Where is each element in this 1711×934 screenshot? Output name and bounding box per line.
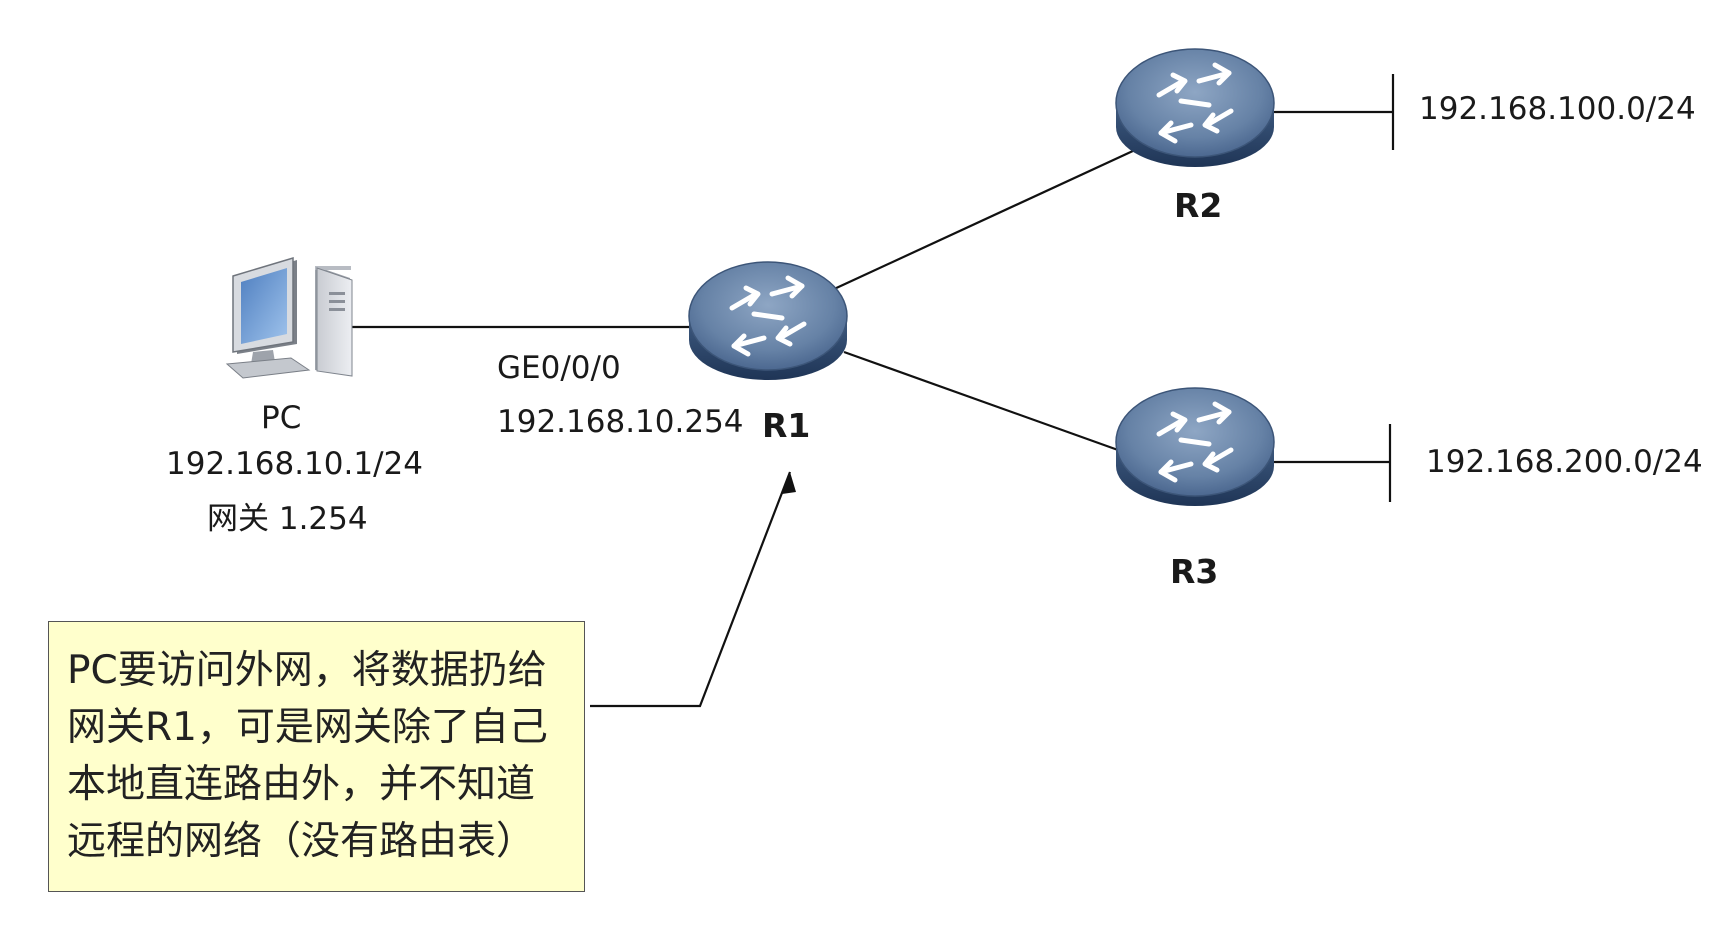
note-line: 远程的网络（没有路由表） xyxy=(67,819,536,864)
pc-name-label: PC xyxy=(261,400,302,436)
r1-interface-label: GE0/0/0 xyxy=(497,350,621,386)
router-r2-icon xyxy=(1115,48,1275,167)
note-line: PC要访问外网，将数据扔给 xyxy=(67,648,547,693)
callout-leader-line xyxy=(590,471,792,708)
note-line: 网关R1，可是网关除了自己 xyxy=(67,705,548,750)
pc-ip-label: 192.168.10.1/24 xyxy=(166,446,423,482)
callout-arrow-head xyxy=(782,472,796,494)
r1-name-label: R1 xyxy=(762,406,811,445)
links xyxy=(348,74,1395,708)
router-r3-icon xyxy=(1115,387,1275,506)
r3-name-label: R3 xyxy=(1170,552,1219,591)
link-r1-r2 xyxy=(831,149,1136,291)
pc-icon xyxy=(225,256,353,379)
r3-network-label: 192.168.200.0/24 xyxy=(1426,444,1703,480)
r1-ip-label: 192.168.10.254 xyxy=(497,404,744,440)
link-r1-r3 xyxy=(843,350,1119,452)
r2-name-label: R2 xyxy=(1174,186,1223,225)
router-r1-icon xyxy=(688,261,848,380)
callout-note: PC要访问外网，将数据扔给 网关R1，可是网关除了自己 本地直连路由外，并不知道… xyxy=(48,621,585,892)
r2-network-label: 192.168.100.0/24 xyxy=(1419,91,1696,127)
note-line: 本地直连路由外，并不知道 xyxy=(67,762,536,807)
pc-gateway-label: 网关 1.254 xyxy=(207,501,368,537)
